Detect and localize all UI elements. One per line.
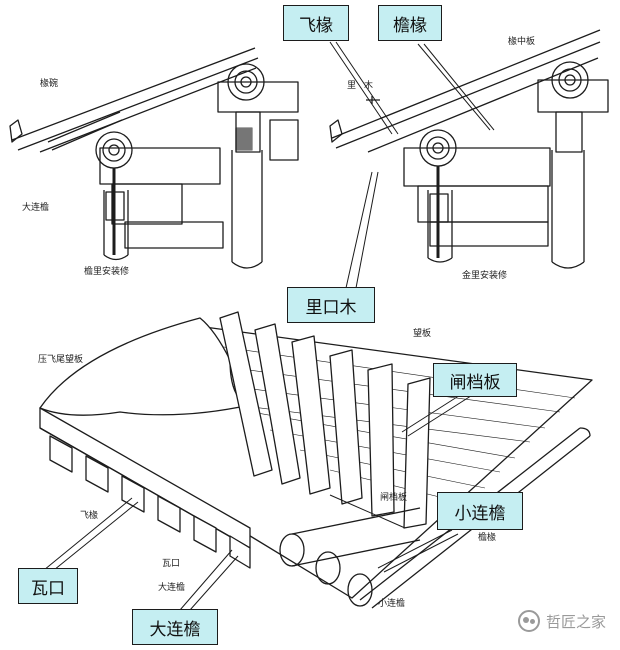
callout-fei-chuan: 飞椽 xyxy=(283,5,349,41)
callout-zha-dang-ban: 闸档板 xyxy=(433,363,517,397)
wechat-icon xyxy=(517,610,540,632)
label-yan-chuan-small: 檐椽 xyxy=(478,533,497,543)
rafter-ends xyxy=(49,435,251,569)
callout-xiao-lian-yan: 小连檐 xyxy=(437,492,523,530)
label-mu: 木 xyxy=(364,81,374,91)
label-ya-fei-wei-wang-ban: 压飞尾望板 xyxy=(38,355,84,365)
label-chuan-wan: 椽碗 xyxy=(40,79,59,89)
watermark: 哲匠之家 xyxy=(517,610,606,632)
label-li: 里 xyxy=(347,81,357,91)
label-chuan-zhong-ban: 椽中板 xyxy=(508,37,536,47)
label-zha-dang-ban-small: 闸档板 xyxy=(380,493,408,503)
round-rafters xyxy=(279,507,421,607)
label-wa-kou-small: 瓦口 xyxy=(162,559,181,569)
callout-yan-chuan: 檐椽 xyxy=(378,5,442,41)
leader-lines xyxy=(43,41,495,611)
label-da-lian-yan-top: 大连檐 xyxy=(22,203,50,213)
label-xiao-lian-yan-small: 小连檐 xyxy=(378,599,406,609)
watermark-text: 哲匠之家 xyxy=(545,612,606,631)
section-bottom xyxy=(39,311,593,609)
flying-rafters xyxy=(219,311,431,529)
label-da-lian-yan-small: 大连檐 xyxy=(158,583,186,593)
callout-wa-kou: 瓦口 xyxy=(18,568,78,604)
label-wang-ban: 望板 xyxy=(413,329,432,339)
label-jin-li-an-zhuang: 金里安装修 xyxy=(462,271,508,281)
label-fei-chuan-small: 飞椽 xyxy=(80,511,99,521)
section-right xyxy=(329,29,609,269)
label-yan-li-an-zhuang: 檐里安装修 xyxy=(84,267,130,277)
callout-da-lian-yan: 大连檐 xyxy=(132,609,218,645)
callout-li-kou-mu: 里口木 xyxy=(287,287,375,323)
section-left xyxy=(9,47,299,269)
